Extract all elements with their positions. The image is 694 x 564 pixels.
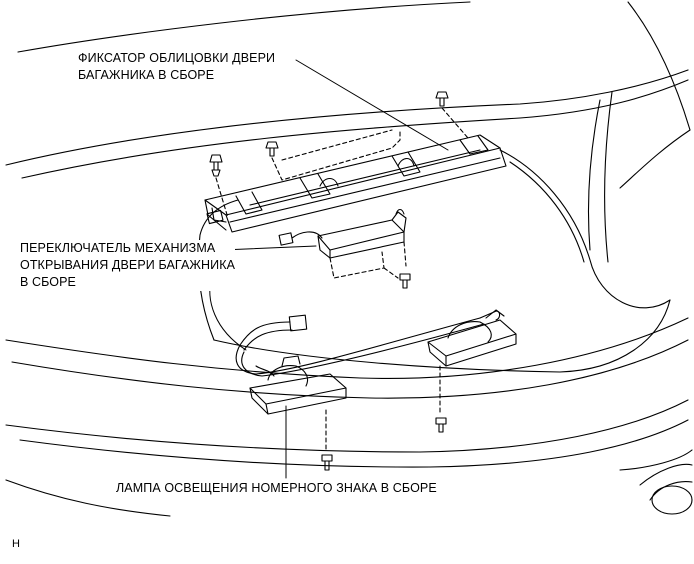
- license-lamp-left: [249, 355, 347, 415]
- screw-lamp-left: [321, 454, 333, 471]
- opener-switch-dashes: [329, 241, 407, 279]
- retainer-alignment-dashes: [215, 107, 469, 219]
- rear-bumper-outline: [5, 399, 693, 517]
- callout-opener-switch: ПЕРЕКЛЮЧАТЕЛЬ МЕХАНИЗМА ОТКРЫВАНИЯ ДВЕРИ…: [20, 240, 236, 291]
- callout-line: В СБОРЕ: [20, 275, 76, 289]
- figure-code: H: [12, 538, 20, 550]
- clip-left: [209, 154, 223, 177]
- screw-lamp-right: [435, 417, 447, 433]
- trunk-lid-outline: [5, 1, 691, 399]
- callout-garnish-retainer: ФИКСАТОР ОБЛИЦОВКИ ДВЕРИ БАГАЖНИКА В СБО…: [78, 50, 276, 84]
- garnish-retainer-part: [204, 134, 507, 233]
- leader-lines: [209, 59, 449, 479]
- clip-center: [265, 141, 279, 157]
- callout-line: ФИКСАТОР ОБЛИЦОВКИ ДВЕРИ: [78, 51, 276, 65]
- opener-switch-part: [278, 208, 407, 259]
- callout-line: ПЕРЕКЛЮЧАТЕЛЬ МЕХАНИЗМА: [20, 241, 216, 255]
- callout-line: ОТКРЫВАНИЯ ДВЕРИ БАГАЖНИКА: [20, 258, 236, 272]
- callout-line: ЛАМПА ОСВЕЩЕНИЯ НОМЕРНОГО ЗНАКА В СБОРЕ: [116, 481, 437, 495]
- screw-switch: [399, 273, 411, 289]
- callout-license-lamp: ЛАМПА ОСВЕЩЕНИЯ НОМЕРНОГО ЗНАКА В СБОРЕ: [116, 480, 437, 497]
- clip-right: [435, 91, 449, 107]
- license-lamp-right: [427, 309, 517, 367]
- callout-line: БАГАЖНИКА В СБОРЕ: [78, 68, 215, 82]
- lamp-wire-harness: [235, 310, 501, 377]
